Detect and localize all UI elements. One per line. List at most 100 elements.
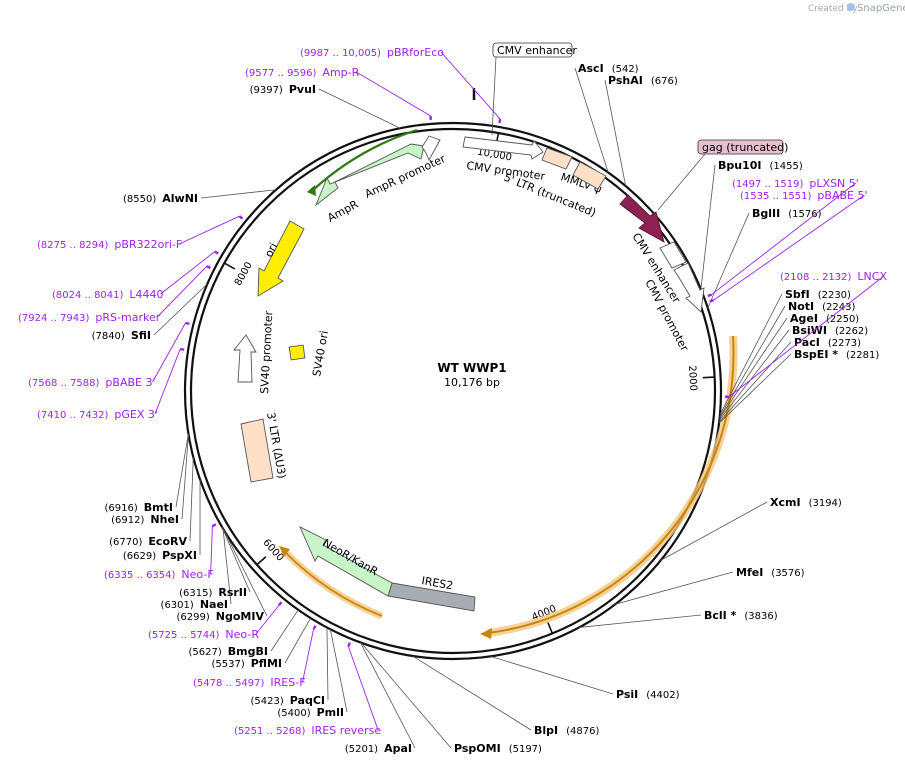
primer-name: Neo-R — [225, 628, 259, 641]
primer[interactable]: (6335 .. 6354)Neo-F — [104, 568, 214, 581]
backbone-outer-ring — [183, 121, 723, 661]
site-position: (9397) — [250, 85, 283, 96]
ires2-label: IRES2 — [420, 574, 454, 592]
site-position: (5201) — [345, 744, 378, 755]
primer[interactable]: (5478 .. 5497)IRES-F — [193, 676, 306, 689]
primer[interactable]: (7568 .. 7588)pBABE 3' — [28, 376, 156, 389]
restriction-site[interactable]: BlpI(4876) — [534, 724, 599, 737]
restriction-site[interactable]: PshAI(676) — [608, 74, 678, 87]
restriction-site[interactable]: (5627)BmgBI — [189, 645, 268, 658]
primer[interactable]: (2108 .. 2132)LNCX — [780, 270, 887, 283]
restriction-site[interactable]: SbfI(2230) — [785, 288, 851, 301]
orf-arc[interactable] — [487, 335, 735, 634]
primer[interactable]: (1497 .. 1519)pLXSN 5' — [732, 177, 859, 190]
sv40-ori-box[interactable] — [288, 344, 306, 361]
site-position: (5400) — [277, 708, 310, 719]
restriction-site[interactable]: (5400) PmlI — [277, 706, 344, 719]
restriction-site[interactable]: BspEI *(2281) — [794, 348, 879, 361]
gag-arrow[interactable] — [619, 194, 665, 243]
restriction-site[interactable]: (6301)NaeI — [161, 598, 228, 611]
site-leader — [719, 317, 788, 419]
site-position: (6315) — [179, 588, 212, 599]
restriction-site[interactable]: (6770)EcoRV — [109, 535, 187, 548]
restriction-site[interactable]: (6912)NheI — [111, 513, 179, 526]
sv40-promoter-arrow[interactable] — [233, 334, 257, 383]
neo-orf-arc[interactable] — [284, 551, 383, 617]
primer-mark — [206, 265, 211, 270]
ltr5-box[interactable] — [572, 161, 607, 190]
neor-arrow[interactable] — [299, 526, 393, 597]
restriction-site[interactable]: (5537)PflMI — [211, 657, 282, 670]
restriction-site[interactable]: BclI *(3836) — [704, 609, 778, 622]
ampr-orf-line — [312, 128, 418, 191]
primer[interactable]: (8024 .. 8041)L4440 — [52, 288, 164, 301]
restriction-site[interactable]: (6299)NgoMIV — [177, 610, 265, 623]
restriction-site[interactable]: (6629)PspXI — [123, 549, 197, 562]
restriction-site[interactable]: NotI(2243) — [788, 300, 855, 313]
cmv-enhancer-leader — [491, 56, 497, 136]
site-name: BspEI * — [794, 348, 838, 361]
site-leader — [574, 67, 609, 173]
ampr-promoter-label: AmpR promoter — [363, 152, 448, 201]
primer[interactable]: (1535 .. 1551)pBABE 5' — [740, 189, 868, 202]
restriction-site[interactable]: (6916)BmtI — [105, 501, 173, 514]
restriction-site[interactable]: PacI(2273) — [794, 336, 861, 349]
site-position: (1576) — [788, 209, 821, 220]
restriction-site[interactable]: (9397)PvuI — [250, 83, 316, 96]
primer-leader — [713, 194, 865, 301]
primer[interactable]: (5251 .. 5268)IRES reverse — [234, 724, 381, 737]
ampr-arrow[interactable] — [314, 143, 425, 207]
restriction-site[interactable]: (5201)ApaI — [345, 742, 412, 755]
site-name: PaqCI — [290, 694, 325, 707]
primer[interactable]: (7924 .. 7943)pRS-marker — [18, 311, 161, 324]
primer-range: (7924 .. 7943) — [18, 313, 90, 324]
restriction-site[interactable]: PsiI(4402) — [616, 688, 680, 701]
site-name: BlpI — [534, 724, 558, 737]
primer[interactable]: (7410 .. 7432)pGEX 3' — [37, 408, 158, 421]
primer-mark — [347, 642, 351, 647]
restriction-site[interactable]: XcmI(3194) — [770, 496, 842, 509]
restriction-site[interactable]: BglII(1576) — [752, 207, 822, 220]
primer-range: (5725 .. 5744) — [148, 630, 220, 641]
primer[interactable]: (9577 .. 9596)Amp-R — [245, 66, 360, 79]
credit-brand: SnapGene — [857, 3, 905, 14]
site-leader — [719, 293, 783, 415]
primer-leader — [711, 182, 857, 295]
site-leader — [284, 617, 311, 664]
site-name: NheI — [150, 513, 179, 526]
ltr3-box[interactable] — [240, 418, 274, 483]
restriction-site[interactable]: AscI(542) — [578, 62, 639, 75]
site-position: (7840) — [92, 331, 125, 342]
site-position: (6299) — [177, 612, 210, 623]
primer[interactable]: (9987 .. 10,005)pBRforEco — [300, 46, 444, 59]
primer-range: (5478 .. 5497) — [193, 678, 265, 689]
restriction-site[interactable]: (8550)AlwNI — [123, 192, 198, 205]
cmv-promoter-top-arrow[interactable] — [462, 136, 544, 160]
site-name: PsiI — [616, 688, 638, 701]
restriction-site[interactable]: PspOMI(5197) — [454, 742, 542, 755]
site-name: PmlI — [317, 706, 344, 719]
cmv-enhancer-label-box — [492, 42, 573, 58]
primer[interactable]: (8275 .. 8294)pBR322ori-F — [37, 238, 182, 251]
backbone-inner-ring — [189, 127, 717, 655]
site-position: (3194) — [809, 498, 842, 509]
ori-arrow[interactable] — [257, 220, 305, 297]
restriction-site[interactable]: AgeI(2250) — [790, 312, 859, 325]
restriction-site[interactable]: Bpu10I(1455) — [718, 159, 803, 172]
snapgene-logo-icon — [847, 3, 855, 11]
restriction-site[interactable]: (6315)RsrII — [179, 586, 247, 599]
site-position: (8550) — [123, 194, 156, 205]
ampr-promoter-arrow[interactable] — [421, 135, 441, 162]
tick-mark — [223, 262, 236, 270]
primer[interactable]: (5725 .. 5744) Neo-R — [148, 628, 259, 641]
mmlv-psi-box[interactable] — [541, 147, 573, 170]
cmv-promoter-right-arrow[interactable] — [673, 262, 705, 313]
restriction-site[interactable]: (7840)SfiI — [92, 329, 151, 342]
restriction-site[interactable]: MfeI(3576) — [736, 566, 805, 579]
restriction-site[interactable]: (5423)PaqCI — [251, 694, 326, 707]
site-name: PspOMI — [454, 742, 501, 755]
credit-prefix: Created by — [808, 4, 858, 14]
primer-mark — [278, 601, 283, 606]
cmv-enhancer-right-box[interactable] — [659, 241, 687, 269]
primer-name: IRES reverse — [311, 724, 381, 737]
